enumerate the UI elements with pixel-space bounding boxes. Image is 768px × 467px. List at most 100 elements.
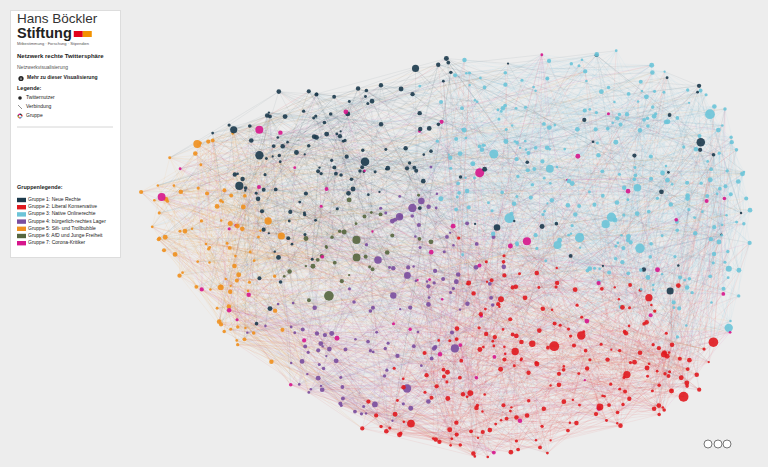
user-dot: [549, 182, 552, 185]
user-dot: [220, 219, 222, 221]
user-dot: [606, 127, 610, 131]
user-dot: [236, 318, 239, 321]
user-dot: [723, 107, 726, 110]
user-dot: [679, 392, 689, 402]
user-dot: [365, 412, 367, 414]
user-dot: [615, 116, 619, 120]
user-dot: [488, 282, 492, 286]
user-dot: [178, 230, 181, 233]
info-icon: [20, 78, 22, 80]
user-dot: [375, 331, 378, 334]
legend-swatch: [17, 241, 26, 245]
user-dot: [672, 300, 676, 304]
user-dot: [502, 254, 505, 257]
user-dot: [452, 244, 454, 246]
user-dot: [197, 187, 200, 190]
user-dot: [247, 290, 250, 293]
user-dot: [418, 206, 422, 210]
user-dot: [274, 188, 278, 192]
user-dot: [485, 260, 488, 263]
user-dot: [410, 214, 414, 218]
user-dot: [632, 177, 636, 181]
user-dot: [614, 245, 617, 248]
user-dot: [503, 83, 507, 87]
user-dot: [583, 108, 587, 112]
user-dot: [709, 167, 713, 171]
user-dot: [705, 199, 709, 203]
user-dot: [235, 339, 238, 342]
user-dot: [484, 332, 488, 336]
user-dot: [369, 309, 373, 313]
user-dot: [255, 322, 259, 326]
user-dot: [301, 328, 305, 332]
user-dot: [716, 128, 721, 133]
info-link: Mehr zu dieser Visualisierung: [27, 74, 98, 80]
legend-text: Gruppe 3: Native Onlinerechte: [28, 211, 96, 217]
user-dot: [584, 319, 589, 324]
user-dot: [492, 345, 495, 348]
user-dot: [433, 269, 437, 273]
user-dot: [368, 266, 371, 269]
licence-icon: [714, 440, 722, 448]
user-dot: [449, 71, 452, 74]
user-dot: [686, 367, 690, 371]
user-dot: [304, 236, 309, 241]
user-dot: [693, 231, 697, 235]
user-dot: [384, 211, 387, 214]
user-dot: [569, 254, 573, 258]
user-dot: [686, 88, 689, 91]
legend-text: Gruppe 6: AfD und Junge Freiheit: [28, 233, 103, 239]
user-dot: [554, 241, 562, 249]
user-dot: [310, 264, 315, 269]
user-dot: [566, 429, 570, 433]
logo-text: Hans Böckler: [17, 11, 97, 27]
user-dot: [547, 125, 552, 130]
user-dot: [399, 87, 404, 92]
user-dot: [516, 175, 519, 178]
user-dot: [720, 233, 722, 235]
user-dot: [675, 229, 679, 233]
user-dot: [708, 361, 710, 363]
user-dot: [474, 223, 476, 225]
user-dot: [557, 372, 561, 376]
user-dot: [399, 308, 401, 310]
group-symbol-segment: [21, 114, 23, 116]
user-dot: [459, 308, 461, 310]
user-dot: [426, 399, 431, 404]
user-dot: [305, 265, 307, 267]
user-dot: [575, 127, 580, 132]
user-dot: [342, 230, 347, 235]
user-dot: [592, 140, 595, 143]
panel-title: Netzwerk rechte Twittersphäre: [17, 53, 104, 60]
user-dot: [580, 316, 583, 319]
user-dot: [661, 273, 663, 275]
user-dot: [348, 287, 351, 290]
user-dot: [483, 393, 486, 396]
legend-text: Gruppe 7: Corona-Kritiker: [28, 239, 85, 245]
user-dot: [379, 425, 382, 428]
user-dot: [484, 308, 487, 311]
user-dot: [379, 212, 383, 216]
user-dot: [538, 446, 542, 450]
user-dot: [456, 182, 460, 186]
user-dot: [438, 352, 442, 356]
user-dot: [567, 234, 570, 237]
user-dot: [621, 246, 625, 250]
legend-text: Gruppe 4: bürgerlich-rechtes Lager: [28, 219, 106, 225]
user-dot: [320, 255, 324, 259]
user-dot: [537, 328, 542, 333]
user-dot: [162, 248, 166, 252]
user-dot: [667, 288, 674, 295]
user-dot: [240, 227, 245, 232]
user-dot: [520, 359, 523, 362]
user-dot: [639, 288, 642, 291]
user-dot: [223, 188, 227, 192]
user-dot: [598, 267, 601, 270]
panel-title: Netzwerk rechte Twittersphäre: [17, 53, 104, 59]
user-dot: [659, 189, 664, 194]
user-dot: [575, 304, 578, 307]
user-dot: [535, 247, 538, 250]
user-dot: [361, 149, 364, 152]
user-dot: [573, 212, 578, 217]
user-dot: [468, 71, 471, 74]
